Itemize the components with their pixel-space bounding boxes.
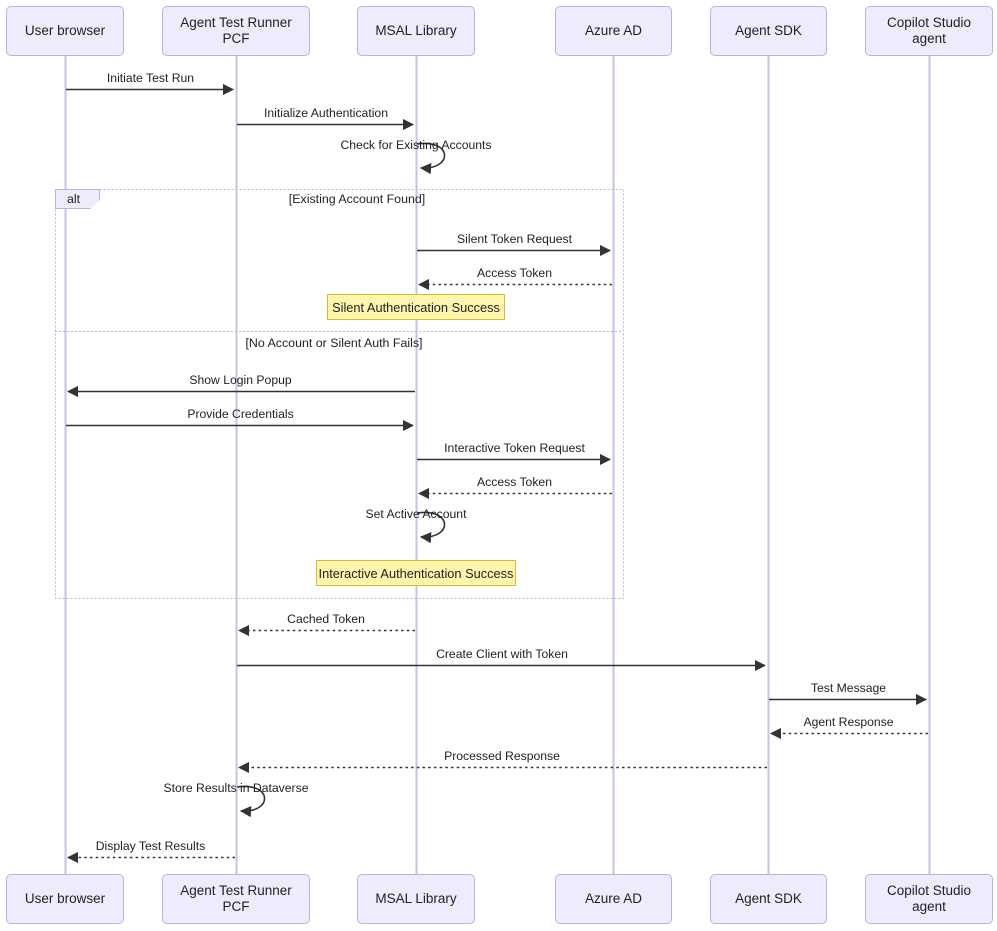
participant-user-browser-bottom[interactable]: User browser <box>6 874 124 924</box>
message-label: Show Login Popup <box>189 373 292 387</box>
message-label: Access Token <box>477 475 552 489</box>
message-label: Agent Response <box>803 715 894 729</box>
message-label: Create Client with Token <box>436 647 568 661</box>
participant-label: Agent SDK <box>735 891 802 907</box>
participant-copilot-studio-agent-top[interactable]: Copilot Studio agent <box>865 6 993 56</box>
participant-label: Agent Test Runner PCF <box>180 15 292 46</box>
message-label: Interactive Token Request <box>444 441 585 455</box>
participant-label: Copilot Studio agent <box>886 883 972 914</box>
self-message-arrow <box>416 511 446 544</box>
fragment-frame-alt <box>55 189 624 599</box>
participant-agent-test-runner-pcf-bottom[interactable]: Agent Test Runner PCF <box>162 874 310 924</box>
fragment-condition-label: [Existing Account Found] <box>288 192 426 206</box>
participant-msal-library-bottom[interactable]: MSAL Library <box>357 874 475 924</box>
participant-label: User browser <box>24 23 106 39</box>
message-arrows-group <box>66 83 928 864</box>
participant-azure-ad-bottom[interactable]: Azure AD <box>555 874 672 924</box>
note-text: Silent Authentication Success <box>332 299 500 315</box>
fragment-frames-group <box>55 189 624 599</box>
message-label: Initiate Test Run <box>106 71 195 85</box>
fragment-keyword-label: alt <box>67 192 81 206</box>
message-label: Silent Token Request <box>457 232 572 246</box>
participant-agent-sdk-bottom[interactable]: Agent SDK <box>710 874 827 924</box>
participant-label: MSAL Library <box>375 891 457 907</box>
message-label: Processed Response <box>444 749 560 763</box>
participant-label: MSAL Library <box>375 23 457 39</box>
participant-label: User browser <box>24 891 106 907</box>
lifelines-group <box>64 56 931 874</box>
participant-label: Agent Test Runner PCF <box>180 883 292 914</box>
message-label: Display Test Results <box>95 839 206 853</box>
message-label: Cached Token <box>287 612 365 626</box>
participant-azure-ad-top[interactable]: Azure AD <box>555 6 672 56</box>
message-label: Provide Credentials <box>187 407 294 421</box>
message-label: Access Token <box>477 266 552 280</box>
note-text: Interactive Authentication Success <box>318 565 514 581</box>
participant-user-browser-top[interactable]: User browser <box>6 6 124 56</box>
participant-label: Agent SDK <box>735 23 802 39</box>
participant-label: Azure AD <box>584 23 643 39</box>
participant-copilot-studio-agent-bottom[interactable]: Copilot Studio agent <box>865 874 993 924</box>
note-over-msal-library: Silent Authentication Success <box>327 294 505 320</box>
participant-agent-sdk-top[interactable]: Agent SDK <box>710 6 827 56</box>
message-label: Store Results in Dataverse <box>163 781 309 795</box>
participant-msal-library-top[interactable]: MSAL Library <box>357 6 475 56</box>
message-label: Test Message <box>810 681 887 695</box>
fragment-condition-label: [No Account or Silent Auth Fails] <box>245 336 423 350</box>
message-label: Check for Existing Accounts <box>340 138 492 152</box>
fragment-keyword-alt: alt <box>55 189 100 209</box>
message-label: Initialize Authentication <box>264 106 388 120</box>
self-message-arrow <box>416 142 446 175</box>
participant-agent-test-runner-pcf-top[interactable]: Agent Test Runner PCF <box>162 6 310 56</box>
self-message-arrow <box>236 785 266 818</box>
participant-label: Azure AD <box>584 891 643 907</box>
note-over-msal-library: Interactive Authentication Success <box>316 560 516 586</box>
participant-label: Copilot Studio agent <box>886 15 972 46</box>
message-label: Set Active Account <box>365 507 467 521</box>
